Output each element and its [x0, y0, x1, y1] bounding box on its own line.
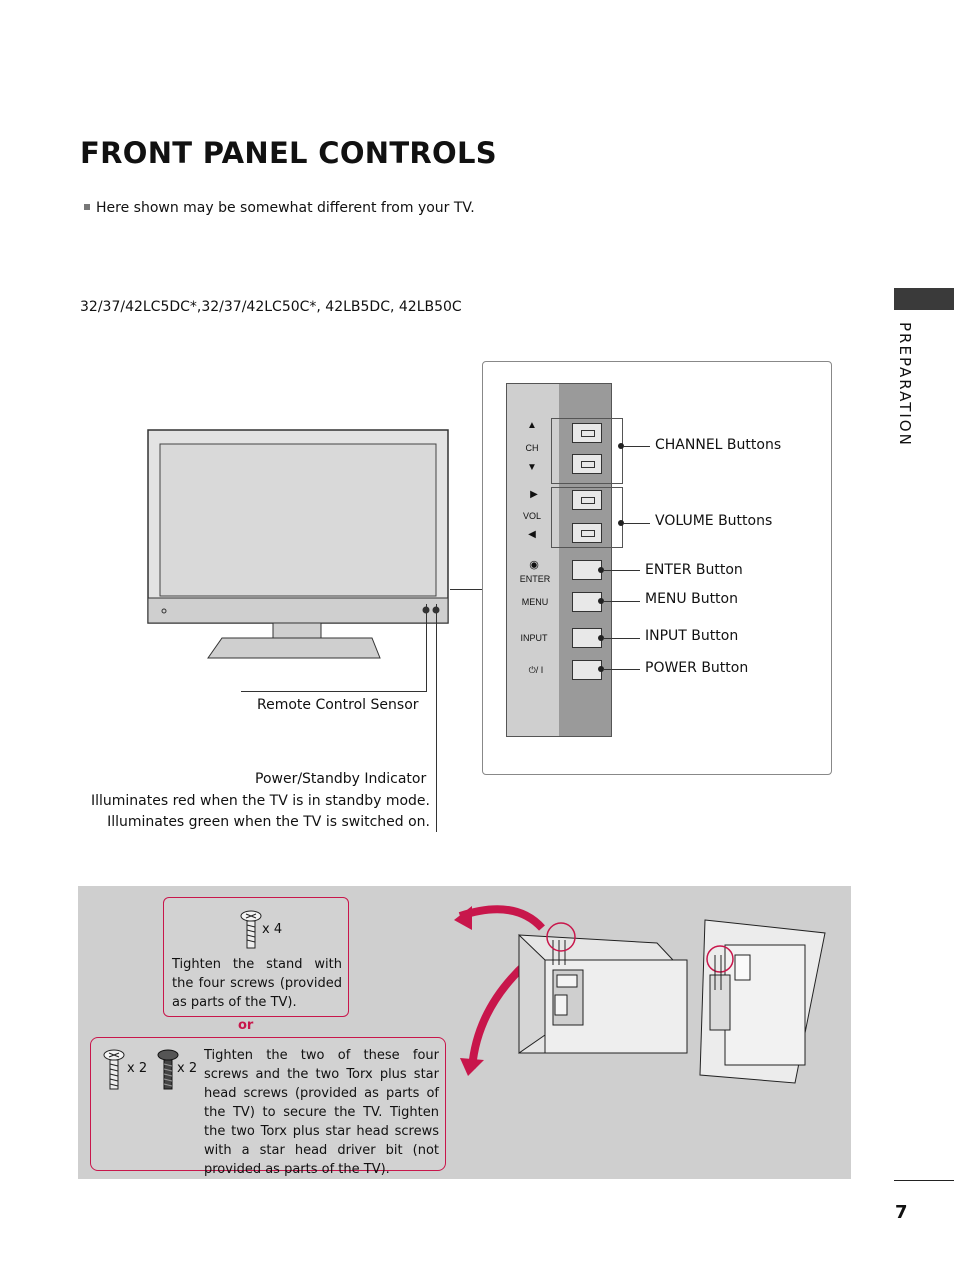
power-label: ⏻/ I [516, 665, 556, 676]
channel-buttons-label: CHANNEL Buttons [655, 437, 782, 453]
ch-up-icon: ▲ [527, 420, 537, 431]
vol-up-button-mark [581, 497, 595, 504]
enter-label: ENTER [519, 574, 551, 584]
tv-face-down-illustration [518, 922, 688, 1054]
ch-up-button-mark [581, 430, 595, 437]
remote-sensor-label: Remote Control Sensor [257, 697, 419, 713]
menu-button-label: MENU Button [645, 591, 738, 607]
stand-top-text: Tighten the stand with the four screws (… [172, 957, 342, 1010]
x2-label-b: x 2 [177, 1061, 198, 1076]
torx-text: Tighten the two of these four screws and… [204, 1048, 439, 1177]
input-leader [603, 638, 640, 639]
torx-screw-icon [157, 1049, 179, 1090]
power-indicator-label: Power/Standby Indicator [255, 771, 427, 787]
section-tab [894, 288, 954, 310]
ch-down-button[interactable] [572, 454, 602, 474]
power-symbol-text: / I [535, 665, 544, 675]
ch-up-button[interactable] [572, 423, 602, 443]
volume-dot [618, 520, 624, 526]
page-title: FRONT PANEL CONTROLS [80, 136, 497, 170]
control-panel-box [482, 361, 832, 775]
remote-sensor-leader-v [426, 604, 427, 692]
vol-up-button[interactable] [572, 490, 602, 510]
input-dot [598, 635, 604, 641]
vol-down-icon: ◀ [528, 529, 536, 540]
power-button-label: POWER Button [645, 660, 749, 676]
vol-down-button[interactable] [572, 523, 602, 543]
power-dot [598, 666, 604, 672]
ch-down-icon: ▼ [527, 462, 537, 473]
volume-leader [623, 523, 650, 524]
channel-dot [618, 443, 624, 449]
vol-label: VOL [522, 511, 541, 521]
input-button-label: INPUT Button [645, 628, 739, 644]
menu-dot [598, 598, 604, 604]
note: Here shown may be somewhat different fro… [84, 200, 475, 216]
stand-screw-box: x 4 Tighten the stand with the four scre… [163, 897, 349, 1017]
or-label: or [238, 1018, 254, 1033]
menu-label: MENU [521, 597, 549, 607]
enter-leader [603, 570, 640, 571]
ch-label: CH [525, 443, 539, 453]
x4-label: x 4 [262, 922, 283, 937]
page-number: 7 [895, 1202, 908, 1223]
power-indicator-leader [436, 604, 437, 832]
screw-icon [240, 910, 262, 949]
screw-icon [103, 1049, 125, 1090]
note-text: Here shown may be somewhat different fro… [96, 200, 475, 216]
channel-bracket [551, 418, 623, 484]
x2-label-a: x 2 [127, 1061, 148, 1076]
power-indicator-desc-1: Illuminates red when the TV is in standb… [90, 793, 430, 809]
torx-screw-box: x 2 x 2 Tighten the two of these four sc… [90, 1037, 446, 1177]
tv-back-illustration [699, 919, 826, 1084]
enter-circle-icon: ◉ [529, 559, 539, 571]
volume-bracket [551, 487, 623, 548]
vol-down-button-mark [581, 530, 595, 537]
page-divider [894, 1180, 954, 1181]
note-bullet-icon [84, 204, 90, 210]
sensor-leader [450, 589, 482, 590]
power-icon: ⏻ [528, 665, 536, 675]
ch-down-button-mark [581, 461, 595, 468]
power-indicator-desc-2: Illuminates green when the TV is switche… [107, 814, 430, 830]
vol-up-icon: ▶ [530, 489, 538, 500]
remote-sensor-leader-h [241, 691, 427, 692]
enter-dot [598, 567, 604, 573]
model-list: 32/37/42LC5DC*,32/37/42LC50C*, 42LB5DC, … [80, 299, 462, 315]
tv-illustration [147, 429, 449, 659]
section-label: PREPARATION [896, 322, 914, 447]
power-leader [603, 669, 640, 670]
channel-leader [623, 446, 650, 447]
enter-button-label: ENTER Button [645, 562, 743, 578]
volume-buttons-label: VOLUME Buttons [655, 513, 773, 529]
menu-leader [603, 601, 640, 602]
input-label: INPUT [520, 633, 548, 643]
